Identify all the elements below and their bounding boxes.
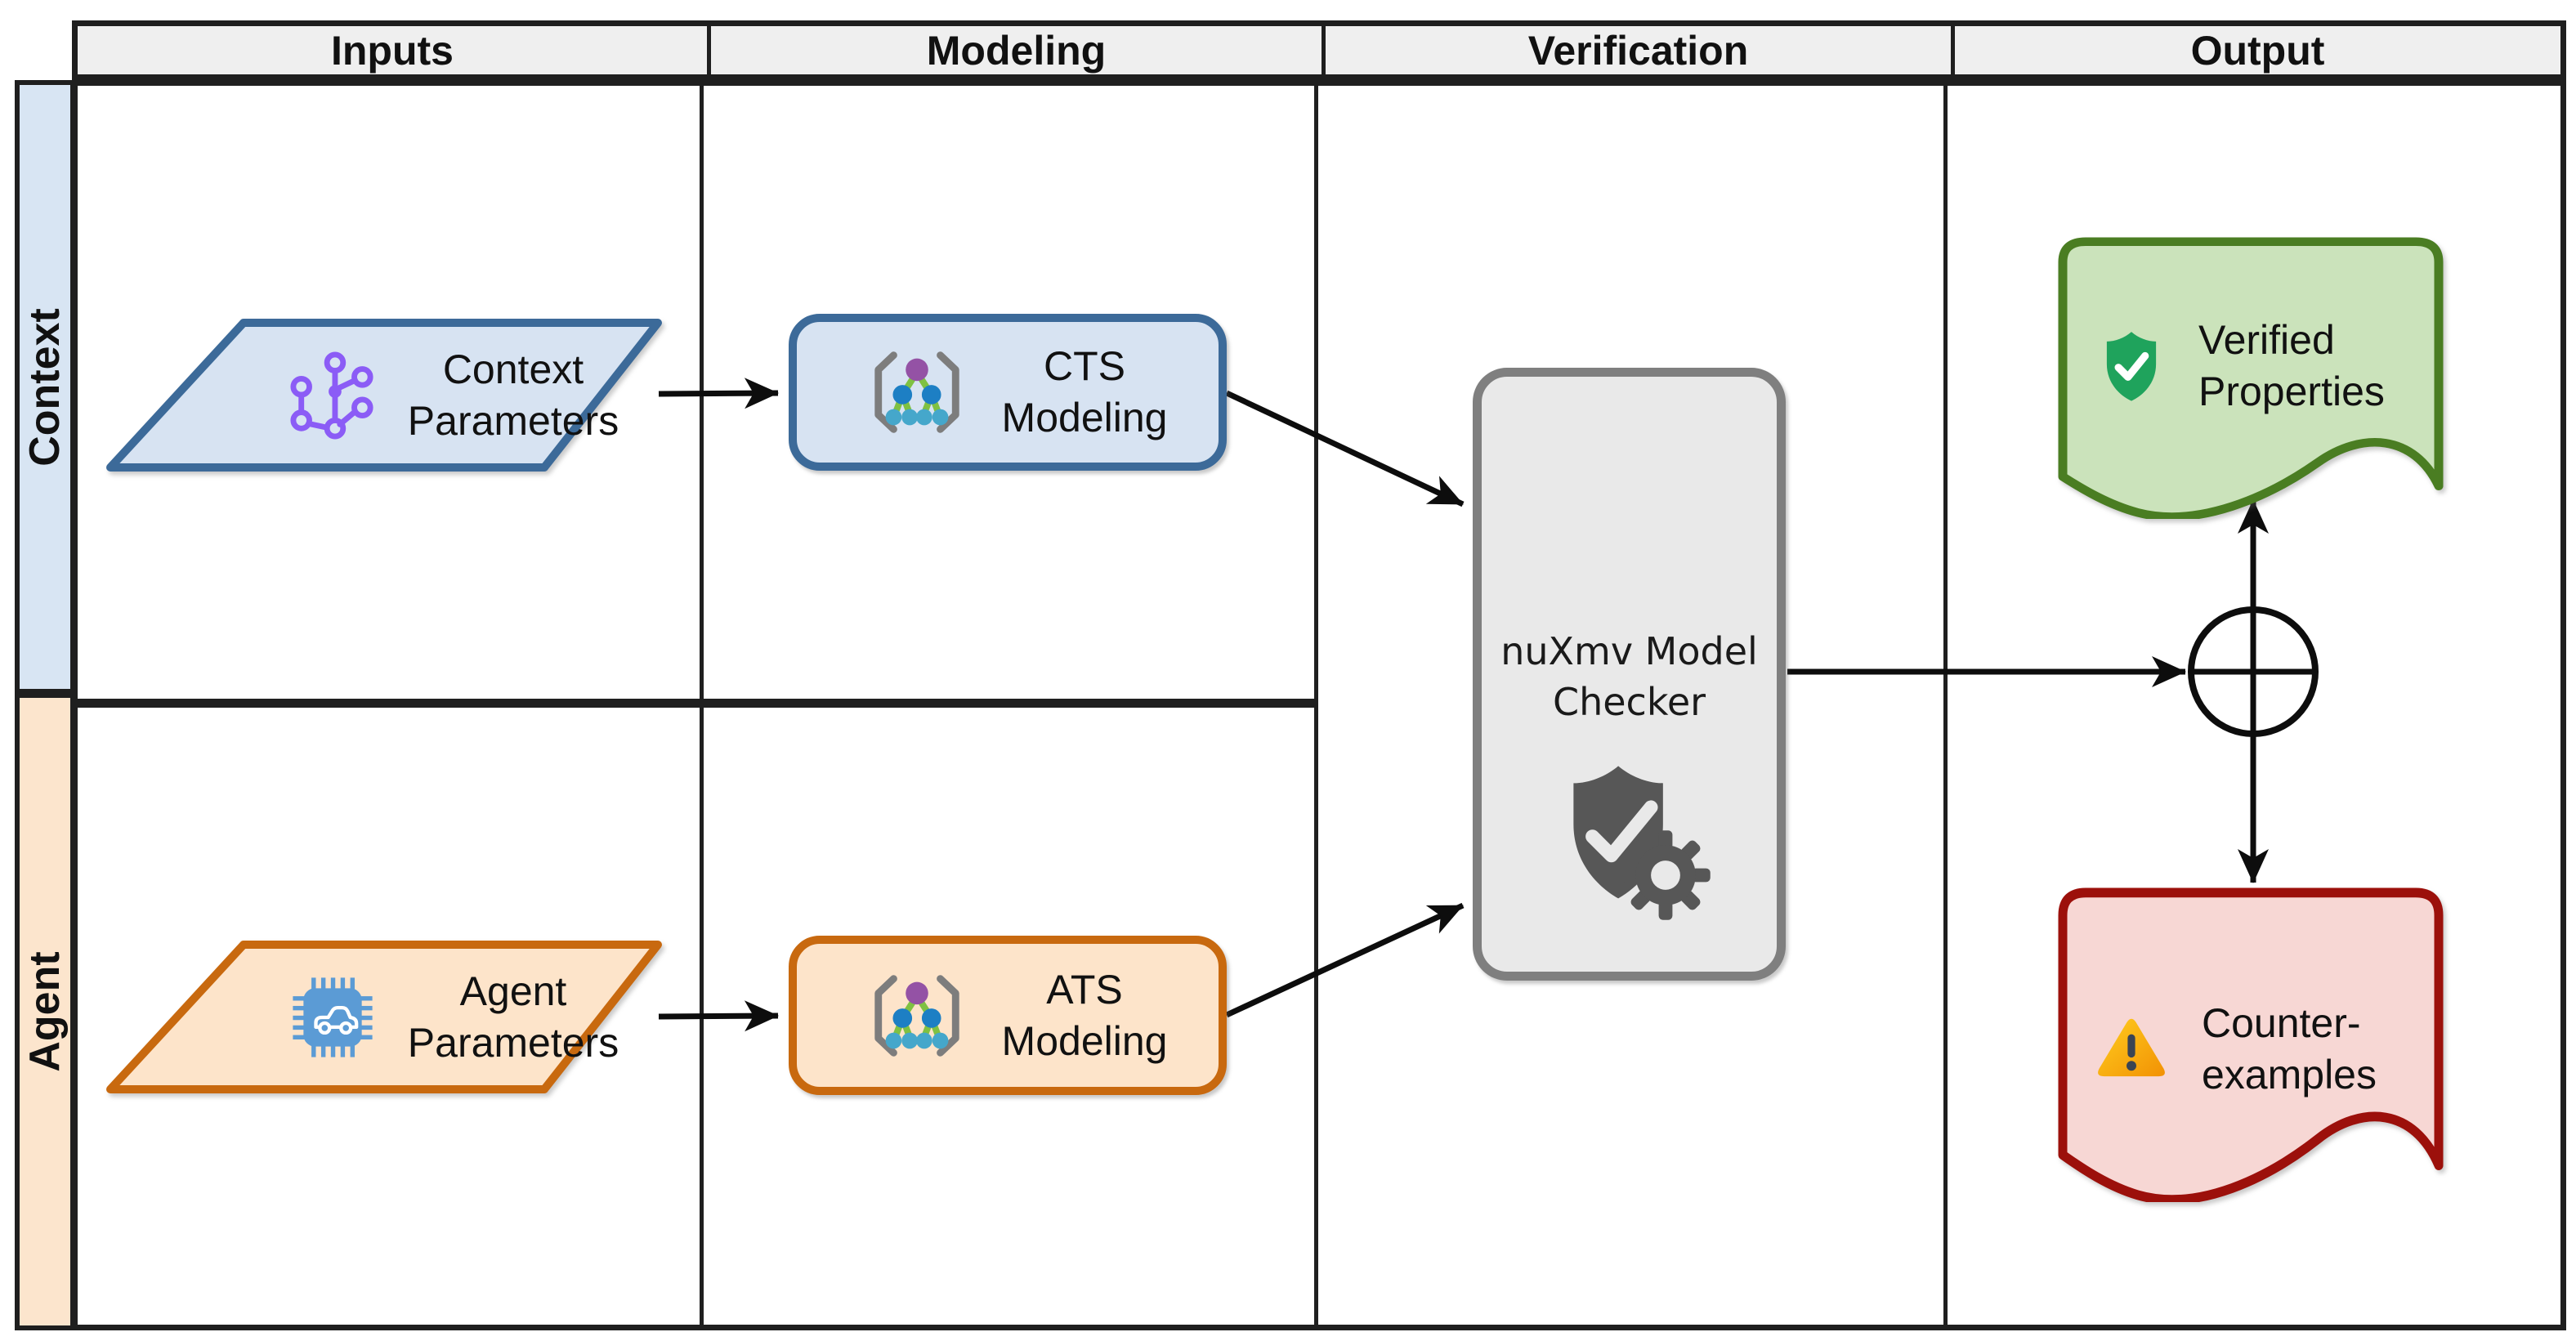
header-inputs: Inputs xyxy=(78,26,707,74)
header-modeling-label: Modeling xyxy=(926,27,1107,74)
ats-modeling-label: ATS Modeling xyxy=(1001,966,1168,1064)
node-counter-examples: Counter- examples xyxy=(2058,887,2444,1202)
branch-network-icon xyxy=(290,351,373,440)
header-inputs-label: Inputs xyxy=(331,27,454,74)
cts-modeling-label: CTS Modeling xyxy=(1001,343,1168,440)
lane-agent-label: Agent xyxy=(21,951,69,1072)
header-output-label: Output xyxy=(2190,27,2325,74)
node-cts-modeling: CTS Modeling xyxy=(789,314,1227,471)
grid-divider-context-agent xyxy=(78,699,1318,708)
node-agent-parameters: Agent Parameters xyxy=(106,941,662,1093)
chip-car-icon xyxy=(293,977,373,1057)
context-parameters-label: Context Parameters xyxy=(407,346,619,444)
parallelogram-shape xyxy=(106,319,662,472)
lane-context: Context xyxy=(20,85,70,698)
counter-examples-label: Counter- examples xyxy=(2202,1000,2377,1097)
shield-check-icon xyxy=(2106,332,2157,401)
bracket-tree-icon xyxy=(874,351,959,433)
header-verification: Verification xyxy=(1322,26,1951,74)
bracket-tree-icon xyxy=(874,974,959,1057)
wave-document-shape xyxy=(2058,887,2444,1202)
phase-header-row: Inputs Modeling Verification Output xyxy=(72,20,2566,80)
agent-parameters-label: Agent Parameters xyxy=(407,968,619,1066)
lane-context-label: Context xyxy=(21,307,69,467)
lane-label-column: Context Agent xyxy=(15,80,75,1330)
parallelogram-shape xyxy=(106,941,662,1093)
header-modeling: Modeling xyxy=(707,26,1322,74)
header-verification-label: Verification xyxy=(1527,27,1749,74)
nuxmv-label: nuXmv Model Checker xyxy=(1500,629,1758,724)
node-verified-properties: Verified Properties xyxy=(2058,237,2444,519)
warning-triangle-icon xyxy=(2098,1018,2165,1077)
grid-divider-verification-output xyxy=(1943,86,1948,1325)
node-nuxmv-model-checker: nuXmv Model Checker xyxy=(1473,368,1786,981)
wave-document-shape xyxy=(2058,237,2444,519)
node-context-parameters: Context Parameters xyxy=(106,319,662,472)
node-ats-modeling: ATS Modeling xyxy=(789,936,1227,1095)
verified-properties-label: Verified Properties xyxy=(2198,317,2385,414)
header-output: Output xyxy=(1951,26,2560,74)
shield-check-gear-icon xyxy=(1573,766,1711,920)
lane-agent: Agent xyxy=(20,698,70,1325)
